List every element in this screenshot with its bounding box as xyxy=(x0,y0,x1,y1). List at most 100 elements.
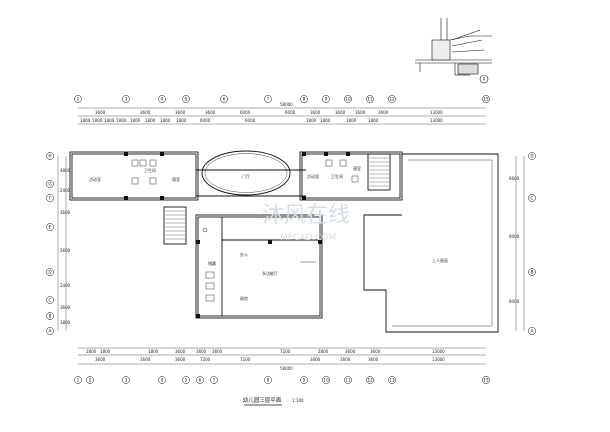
section-detail xyxy=(415,18,492,76)
svg-text:D: D xyxy=(530,154,533,159)
svg-text:1800: 1800 xyxy=(368,118,379,123)
svg-text:A: A xyxy=(483,77,486,82)
svg-text:15: 15 xyxy=(483,97,489,102)
svg-text:6: 6 xyxy=(199,378,202,383)
svg-text:3600: 3600 xyxy=(140,357,151,362)
svg-text:4800: 4800 xyxy=(60,168,71,173)
room-label-activity-b: 活动室 xyxy=(307,173,319,179)
svg-text:1800: 1800 xyxy=(100,349,111,354)
svg-text:5: 5 xyxy=(185,97,188,102)
svg-text:F: F xyxy=(49,196,52,201)
svg-text:2: 2 xyxy=(89,378,92,383)
svg-text:12: 12 xyxy=(389,97,395,102)
svg-text:3600: 3600 xyxy=(355,110,366,115)
svg-text:3600: 3600 xyxy=(340,357,351,362)
oval-atrium xyxy=(201,150,291,196)
room-label-bedroom-a: 寝室 xyxy=(172,176,180,182)
svg-text:1800: 1800 xyxy=(145,118,156,123)
right-axis-bubbles xyxy=(528,152,536,335)
bottom-dim-row1: 1800 1800 1800 3600 3600 3600 7200 2800 … xyxy=(86,349,445,354)
top-axis-bubbles xyxy=(74,95,490,103)
svg-text:1800: 1800 xyxy=(80,118,91,123)
drawing-title: 幼儿园三层平面 xyxy=(243,396,282,404)
building-walls xyxy=(69,151,499,333)
svg-text:10: 10 xyxy=(345,97,351,102)
svg-text:1800: 1800 xyxy=(346,118,357,123)
svg-text:1800: 1800 xyxy=(176,118,187,123)
svg-text:9: 9 xyxy=(303,378,306,383)
svg-text:13000: 13000 xyxy=(432,357,445,362)
bottom-dim-row2: 3600 3600 3600 7200 7200 3600 3600 3600 … xyxy=(95,357,445,362)
svg-text:11: 11 xyxy=(345,378,351,383)
room-label-kitchen: 厨房 xyxy=(240,295,248,301)
svg-text:3600: 3600 xyxy=(175,349,186,354)
svg-text:6: 6 xyxy=(223,97,226,102)
svg-text:5: 5 xyxy=(185,378,188,383)
svg-text:沐风在线: 沐风在线 xyxy=(262,203,350,228)
svg-text:3600: 3600 xyxy=(345,349,356,354)
svg-text:1: 1 xyxy=(77,97,80,102)
svg-text:7: 7 xyxy=(267,97,270,102)
room-label-office: 办公 xyxy=(240,251,248,257)
svg-text:6000: 6000 xyxy=(285,110,296,115)
svg-text:11: 11 xyxy=(367,97,373,102)
svg-text:H: H xyxy=(48,154,51,159)
svg-text:13000: 13000 xyxy=(430,110,443,115)
bottom-total-dimension: 58000 xyxy=(280,366,293,371)
svg-text:7: 7 xyxy=(213,378,216,383)
svg-text:3600: 3600 xyxy=(310,357,321,362)
svg-text:2400: 2400 xyxy=(60,283,71,288)
room-label-activity-a: 活动室 xyxy=(89,176,101,182)
svg-text:3600: 3600 xyxy=(95,357,106,362)
svg-text:12: 12 xyxy=(367,378,373,383)
svg-text:1800: 1800 xyxy=(92,118,103,123)
svg-text:3600: 3600 xyxy=(335,110,346,115)
svg-text:6000: 6000 xyxy=(200,118,211,123)
svg-text:6000: 6000 xyxy=(240,110,251,115)
svg-text:3600: 3600 xyxy=(212,349,223,354)
svg-text:3600: 3600 xyxy=(60,248,71,253)
detail-marker: A xyxy=(479,74,489,84)
svg-text:4: 4 xyxy=(161,97,164,102)
svg-text:1: 1 xyxy=(77,378,80,383)
svg-text:3: 3 xyxy=(125,97,128,102)
room-label-bedroom-b: 寝室 xyxy=(353,165,361,171)
svg-text:3600: 3600 xyxy=(60,305,71,310)
svg-text:6000: 6000 xyxy=(245,118,256,123)
svg-text:G: G xyxy=(48,182,51,187)
room-label-roof: 上人屋面 xyxy=(432,257,448,263)
svg-text:3600: 3600 xyxy=(95,110,106,115)
svg-text:A: A xyxy=(531,329,534,334)
svg-text:2400: 2400 xyxy=(60,188,71,193)
svg-text:C: C xyxy=(531,196,534,201)
svg-text:7200: 7200 xyxy=(240,357,251,362)
right-dimension-line xyxy=(515,156,525,331)
room-label-toilet-b: 卫生间 xyxy=(331,173,343,179)
structural-columns xyxy=(124,152,350,318)
svg-text:7200: 7200 xyxy=(280,349,291,354)
svg-text:1800: 1800 xyxy=(130,118,141,123)
svg-text:E: E xyxy=(49,225,52,230)
svg-text:13000: 13000 xyxy=(430,118,443,123)
svg-text:C: C xyxy=(49,298,52,303)
left-dimension-line xyxy=(57,156,67,331)
svg-text:13000: 13000 xyxy=(432,349,445,354)
svg-text:4: 4 xyxy=(161,378,164,383)
svg-text:D: D xyxy=(48,270,51,275)
svg-text:1800: 1800 xyxy=(116,118,127,123)
toilet-fixtures xyxy=(131,159,359,185)
left-axis-labels: H G F E D C B A xyxy=(48,154,51,334)
svg-text:1800: 1800 xyxy=(306,118,317,123)
svg-text:15: 15 xyxy=(483,378,489,383)
right-axis-labels: D C B A xyxy=(530,154,533,334)
bottom-axis-bubbles xyxy=(74,376,490,384)
svg-text:6000: 6000 xyxy=(509,234,520,239)
top-dim-row2: 1800 1800 1800 1800 1800 1800 1800 1800 … xyxy=(80,118,443,123)
svg-text:6600: 6600 xyxy=(509,176,520,181)
left-dim-values: 4800 2400 3600 3600 2400 3600 1800 xyxy=(60,168,71,325)
svg-text:3600: 3600 xyxy=(175,357,186,362)
svg-text:1800: 1800 xyxy=(60,320,71,325)
left-axis-bubbles xyxy=(46,152,54,335)
svg-text:B: B xyxy=(531,270,534,275)
svg-text:1800: 1800 xyxy=(104,118,115,123)
